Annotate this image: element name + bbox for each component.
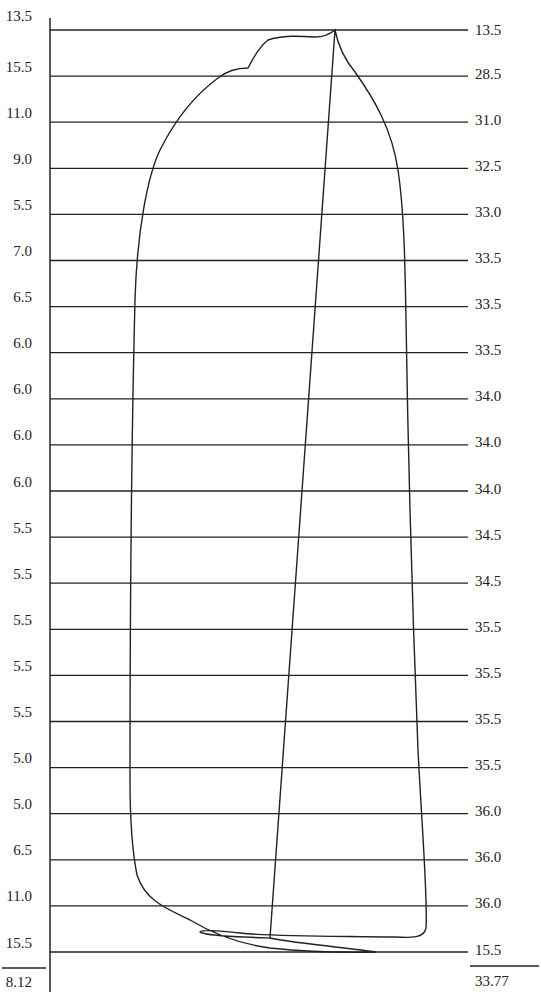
value-label: 35.5 xyxy=(475,758,501,773)
value-label: 28.5 xyxy=(475,67,501,82)
value-label: 6.0 xyxy=(13,428,32,443)
grid-line xyxy=(50,721,468,722)
grid-line xyxy=(50,490,468,491)
grid-lines xyxy=(50,30,468,952)
foot-outline xyxy=(130,30,426,952)
grid-line xyxy=(50,813,468,814)
sum-line xyxy=(2,967,46,968)
grid-line xyxy=(50,29,468,30)
grid-line xyxy=(50,629,468,630)
grid-line xyxy=(50,122,468,123)
value-label: 36.0 xyxy=(475,850,501,865)
axis-line xyxy=(49,18,51,992)
value-label: 13.5 xyxy=(475,23,501,38)
grid-line xyxy=(50,859,468,860)
value-label: 5.5 xyxy=(13,521,32,536)
grid-line xyxy=(50,675,468,676)
value-label: 8.12 xyxy=(6,975,32,990)
value-label: 34.0 xyxy=(475,435,501,450)
value-label: 34.0 xyxy=(475,389,501,404)
sum-line xyxy=(470,965,539,966)
value-label: 9.0 xyxy=(13,152,32,167)
value-label: 5.5 xyxy=(13,613,32,628)
value-label: 7.0 xyxy=(13,244,32,259)
value-label: 6.0 xyxy=(13,382,32,397)
value-label: 35.5 xyxy=(475,666,501,681)
value-label: 6.5 xyxy=(13,843,32,858)
value-label: 33.5 xyxy=(475,297,501,312)
grid-line xyxy=(50,444,468,445)
value-label: 11.0 xyxy=(6,889,32,904)
grid-line xyxy=(50,536,468,537)
grid-line xyxy=(50,951,468,952)
grid-line xyxy=(50,905,468,906)
grid-line xyxy=(50,398,468,399)
value-label: 33.77 xyxy=(475,974,509,989)
value-label: 33.0 xyxy=(475,205,501,220)
value-label: 5.5 xyxy=(13,659,32,674)
value-label: 36.0 xyxy=(475,804,501,819)
grid-line xyxy=(50,767,468,768)
value-label: 15.5 xyxy=(6,60,32,75)
value-label: 36.0 xyxy=(475,896,501,911)
value-label: 5.5 xyxy=(13,567,32,582)
grid-line xyxy=(50,214,468,215)
value-label: 33.5 xyxy=(475,343,501,358)
value-label: 35.5 xyxy=(475,712,501,727)
grid-line xyxy=(50,75,468,76)
value-label: 6.0 xyxy=(13,475,32,490)
value-label: 34.0 xyxy=(475,482,501,497)
grid-line xyxy=(50,352,468,353)
value-label: 5.0 xyxy=(13,797,32,812)
value-label: 32.5 xyxy=(475,159,501,174)
value-label: 33.5 xyxy=(475,251,501,266)
value-label: 6.0 xyxy=(13,336,32,351)
value-label: 31.0 xyxy=(475,113,501,128)
value-label: 5.5 xyxy=(13,705,32,720)
value-label: 35.5 xyxy=(475,620,501,635)
value-label: 5.5 xyxy=(13,198,32,213)
grid-line xyxy=(50,583,468,584)
value-label: 15.5 xyxy=(6,936,32,951)
grid-line xyxy=(50,168,468,169)
value-label: 13.5 xyxy=(6,9,32,24)
value-label: 5.0 xyxy=(13,751,32,766)
value-label: 34.5 xyxy=(475,574,501,589)
value-label: 11.0 xyxy=(6,106,32,121)
value-label: 15.5 xyxy=(475,943,501,958)
value-label: 6.5 xyxy=(13,290,32,305)
value-label: 34.5 xyxy=(475,528,501,543)
